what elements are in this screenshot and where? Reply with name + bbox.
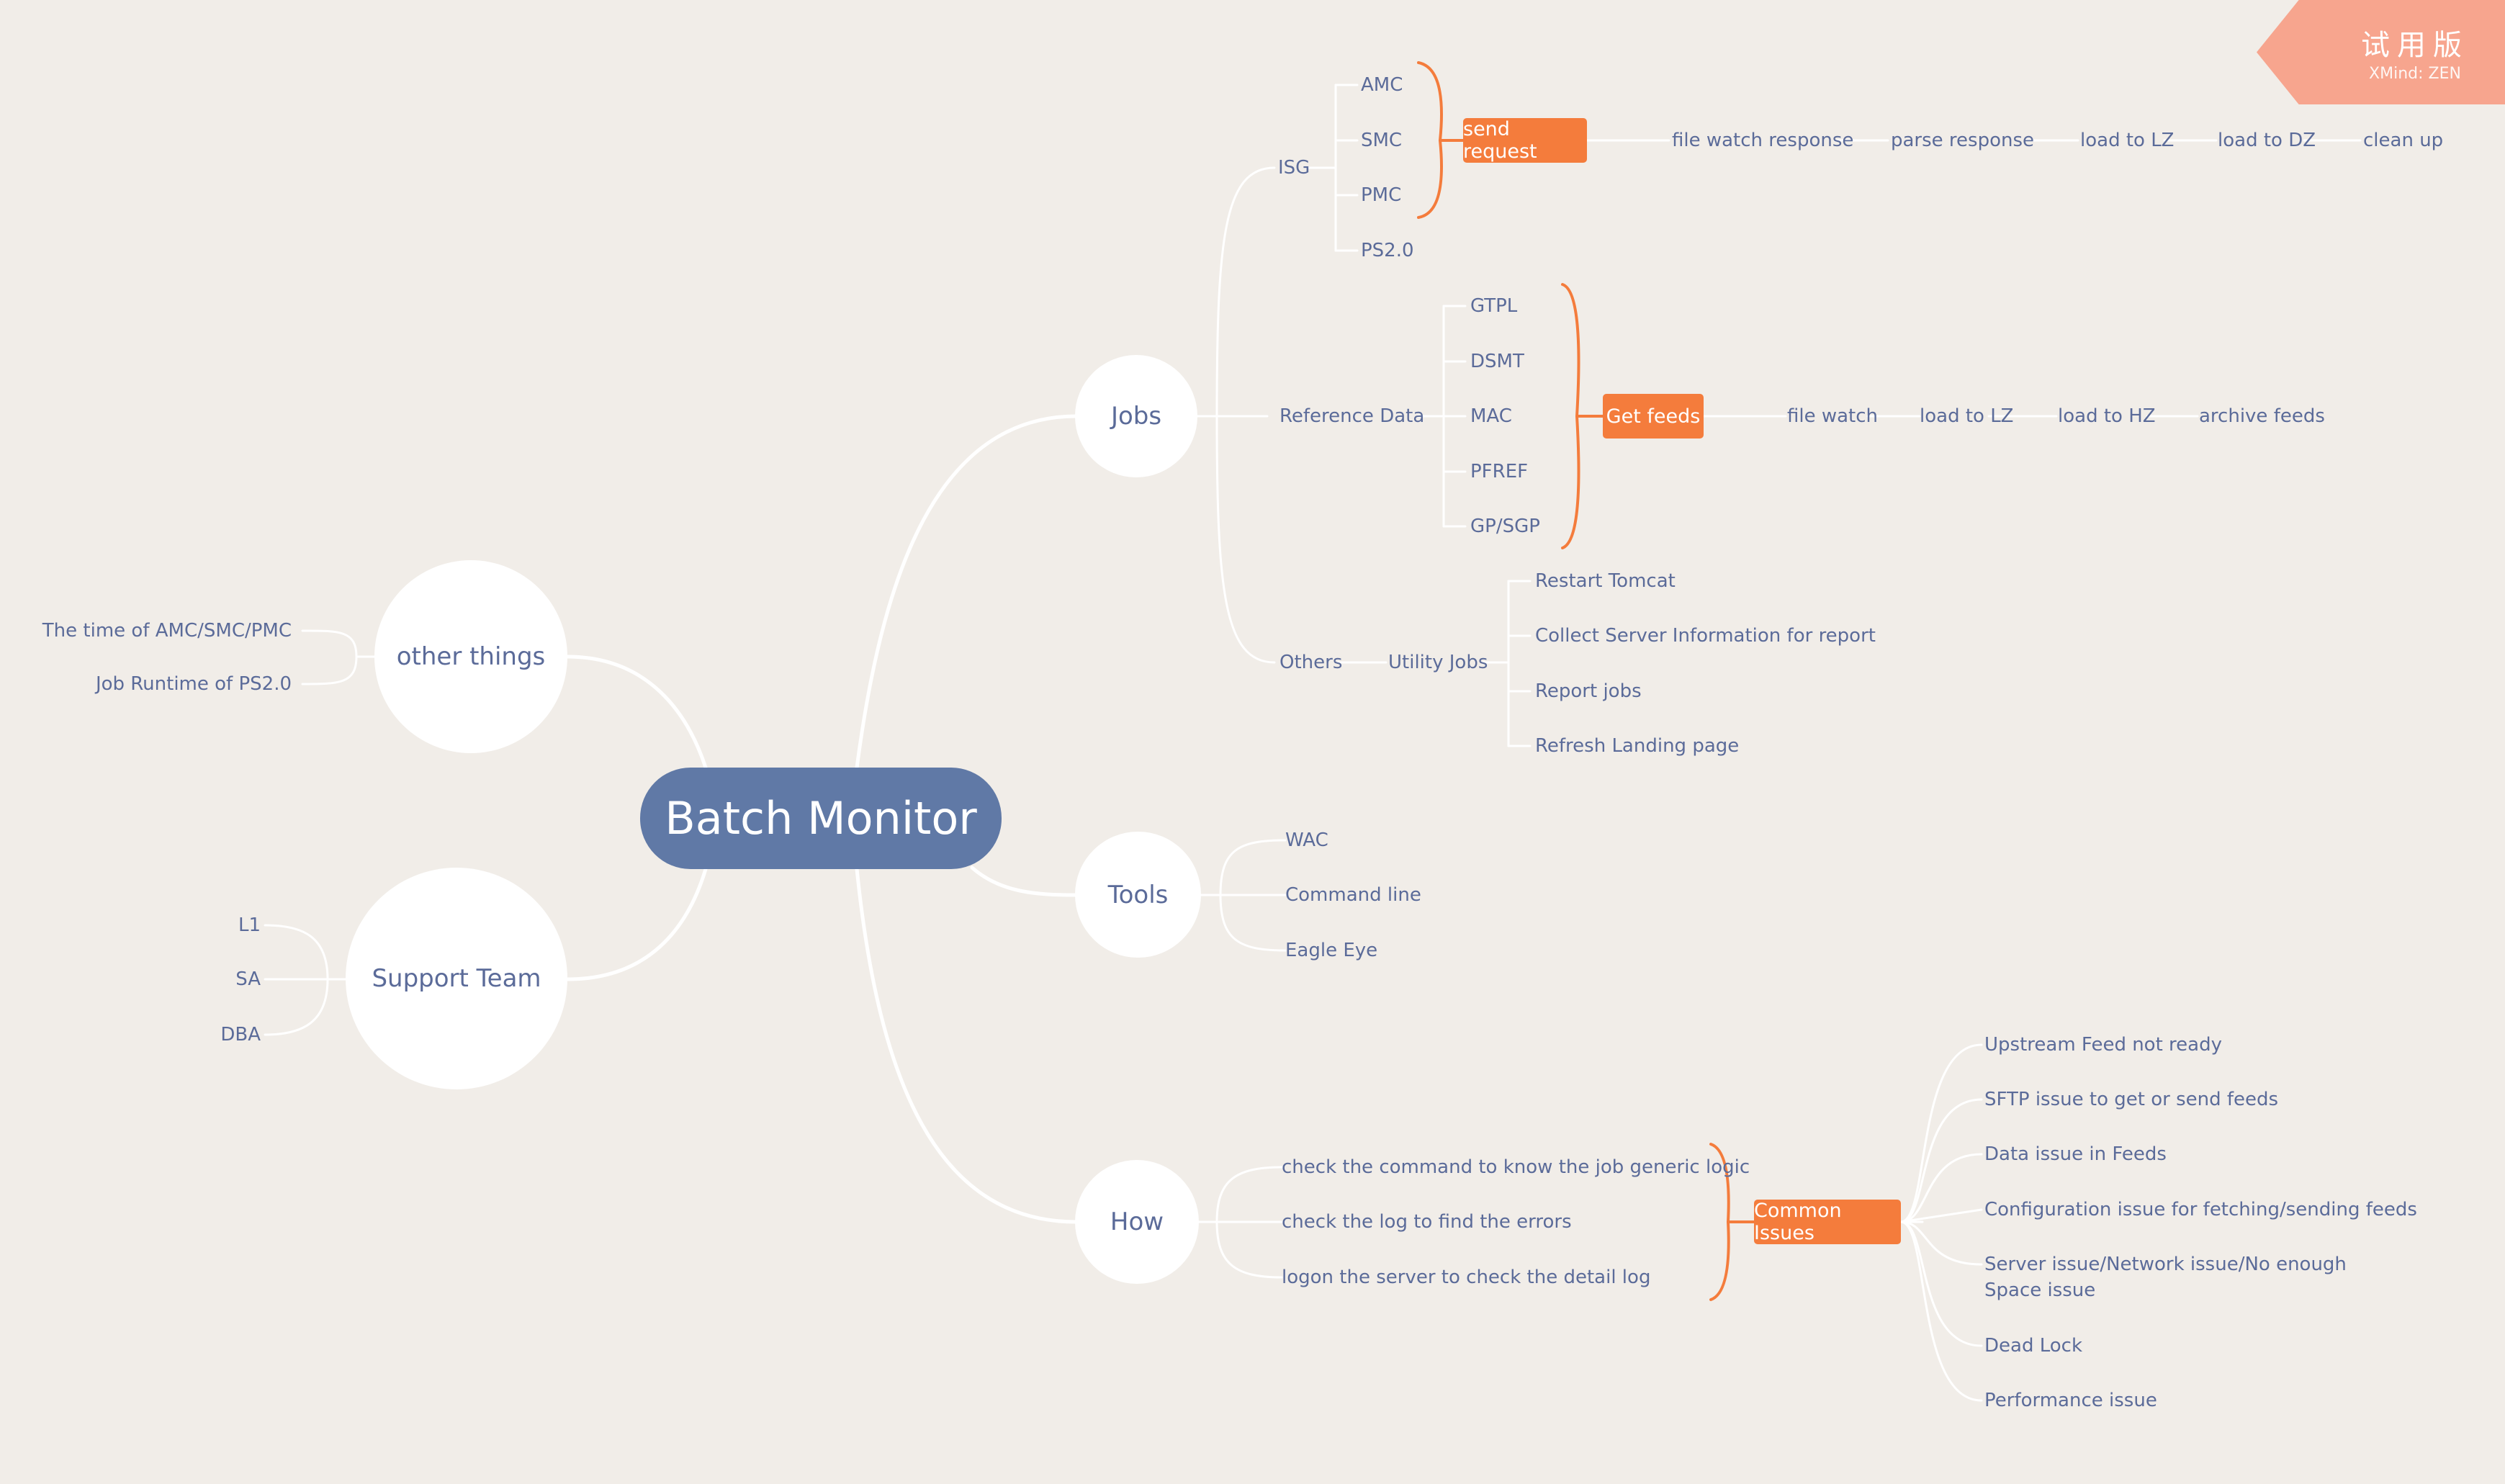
topic-issue-item[interactable]: Dead Lock xyxy=(1984,1335,2083,1357)
topic-isg-item[interactable]: PS2.0 xyxy=(1361,240,1414,261)
topic-utility-item[interactable]: Restart Tomcat xyxy=(1535,570,1676,592)
topic-other-item[interactable]: Job Runtime of PS2.0 xyxy=(95,673,292,695)
topic-reference-data[interactable]: Reference Data xyxy=(1280,405,1425,427)
topic-issue-item[interactable]: Server issue/Network issue/No enough Spa… xyxy=(1984,1254,2347,1301)
topic-other-item[interactable]: The time of AMC/SMC/PMC xyxy=(42,620,292,642)
topic-refdata-item[interactable]: GTPL xyxy=(1470,295,1518,317)
watermark-tab xyxy=(2257,0,2505,104)
topic-isg-flow-step[interactable]: load to DZ xyxy=(2218,130,2316,151)
topic-isg-flow-step[interactable]: file watch response xyxy=(1672,130,1854,151)
topic-isg-flow-step[interactable]: parse response xyxy=(1891,130,2035,151)
topic-support-item[interactable]: SA xyxy=(235,968,261,990)
watermark-subtitle: XMind: ZEN xyxy=(2369,65,2461,83)
topic-utility-item[interactable]: Refresh Landing page xyxy=(1535,735,1740,757)
topic-support-item[interactable]: L1 xyxy=(238,914,261,936)
topic-issue-item[interactable]: SFTP issue to get or send feeds xyxy=(1984,1089,2279,1110)
topic-tool-item[interactable]: WAC xyxy=(1285,829,1328,851)
topic-how-item[interactable]: check the log to find the errors xyxy=(1282,1211,1572,1233)
topic-send-request[interactable]: send request xyxy=(1463,118,1587,163)
watermark-title: 试用版 xyxy=(2361,29,2469,62)
topic-refdata-flow-step[interactable]: load to HZ xyxy=(2058,405,2156,427)
topic-issue-item[interactable]: Performance issue xyxy=(1984,1390,2157,1411)
topic-get-feeds[interactable]: Get feeds xyxy=(1603,394,1704,439)
topic-refdata-flow-step[interactable]: file watch xyxy=(1787,405,1879,427)
topic-issue-item[interactable]: Configuration issue for fetching/sending… xyxy=(1984,1199,2417,1220)
topic-tool-item[interactable]: Eagle Eye xyxy=(1285,940,1378,961)
trial-watermark: 试用版 XMind: ZEN xyxy=(2257,0,2505,104)
topic-issue-item[interactable]: Upstream Feed not ready xyxy=(1984,1034,2222,1056)
topic-tools[interactable]: Tools xyxy=(1075,832,1201,958)
topic-jobs[interactable]: Jobs xyxy=(1075,355,1197,477)
topic-refdata-flow-step[interactable]: archive feeds xyxy=(2199,405,2325,427)
topic-how-item[interactable]: check the command to know the job generi… xyxy=(1282,1156,1750,1178)
topic-refdata-item[interactable]: GP/SGP xyxy=(1470,516,1540,537)
topic-others[interactable]: Others xyxy=(1280,652,1343,673)
topic-how[interactable]: How xyxy=(1075,1160,1199,1284)
topic-refdata-item[interactable]: DSMT xyxy=(1470,351,1524,372)
topic-tool-item[interactable]: Command line xyxy=(1285,884,1421,906)
topic-utility-item[interactable]: Report jobs xyxy=(1535,680,1642,702)
topic-isg-item[interactable]: SMC xyxy=(1361,130,1403,151)
topic-issue-item[interactable]: Data issue in Feeds xyxy=(1984,1143,2167,1165)
topic-isg-flow-step[interactable]: clean up xyxy=(2363,130,2444,151)
topic-isg[interactable]: ISG xyxy=(1278,157,1310,179)
topic-other-things[interactable]: other things xyxy=(374,560,567,753)
topic-support-item[interactable]: DBA xyxy=(220,1024,261,1045)
root-topic[interactable]: Batch Monitor xyxy=(640,768,1002,869)
topic-refdata-item[interactable]: PFREF xyxy=(1470,461,1529,482)
topic-isg-flow-step[interactable]: load to LZ xyxy=(2080,130,2175,151)
topic-refdata-item[interactable]: MAC xyxy=(1470,405,1512,427)
topic-common-issues[interactable]: Common Issues xyxy=(1754,1200,1901,1244)
topic-refdata-flow-step[interactable]: load to LZ xyxy=(1920,405,2014,427)
topic-isg-item[interactable]: PMC xyxy=(1361,184,1402,206)
topic-utility-item[interactable]: Collect Server Information for report xyxy=(1535,625,1876,647)
topic-utility-jobs[interactable]: Utility Jobs xyxy=(1388,652,1488,673)
topic-how-item[interactable]: logon the server to check the detail log xyxy=(1282,1267,1651,1288)
topic-support-team[interactable]: Support Team xyxy=(346,868,567,1089)
topic-isg-item[interactable]: AMC xyxy=(1361,74,1403,96)
